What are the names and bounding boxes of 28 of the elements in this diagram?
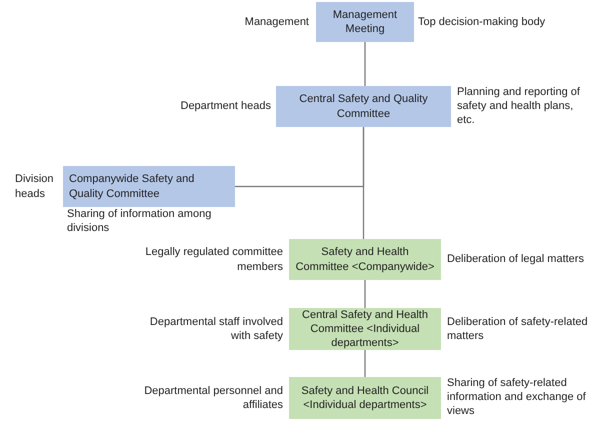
member-note: Division heads — [15, 172, 55, 201]
role-note: Planning and reporting of safety and health plans, etc. — [457, 84, 581, 128]
role-note: Sharing of information among divisions — [67, 206, 212, 236]
member-note: Department heads — [180, 99, 271, 114]
committee-box — [289, 377, 441, 419]
member-note: Departmental staff involved with safety — [148, 314, 283, 344]
committee-name: Safety and Health Council <Individual departments> — [300, 384, 430, 412]
role-note: Top decision-making body — [418, 14, 546, 30]
role-note: Sharing of safety-related information and exchange of views — [447, 376, 587, 418]
committee-box — [276, 86, 451, 127]
committee-name: Safety and Health Committee <Companywide> — [295, 245, 435, 274]
committee-box — [289, 239, 441, 280]
role-note: Deliberation of legal matters — [447, 252, 584, 267]
committee-name: Central Safety and Quality Committee — [298, 92, 429, 121]
connector-line — [364, 42, 366, 86]
connector-line — [362, 127, 364, 239]
connector-line — [364, 280, 366, 308]
committee-box — [289, 308, 441, 350]
member-note: Legally regulated committee members — [144, 245, 283, 274]
committee-box — [63, 166, 235, 207]
committee-name: Companywide Safety and Quality Committee — [69, 172, 196, 201]
committee-box — [316, 2, 414, 42]
role-note: Deliberation of safety-related matters — [447, 314, 589, 344]
committee-name: Management Meeting — [332, 8, 398, 36]
committee-name: Central Safety and Health Committee <Individual departments> — [301, 308, 429, 350]
member-note: Departmental personnel and affiliates — [143, 384, 283, 412]
member-note: Management — [244, 14, 309, 30]
connector-line — [364, 350, 366, 377]
